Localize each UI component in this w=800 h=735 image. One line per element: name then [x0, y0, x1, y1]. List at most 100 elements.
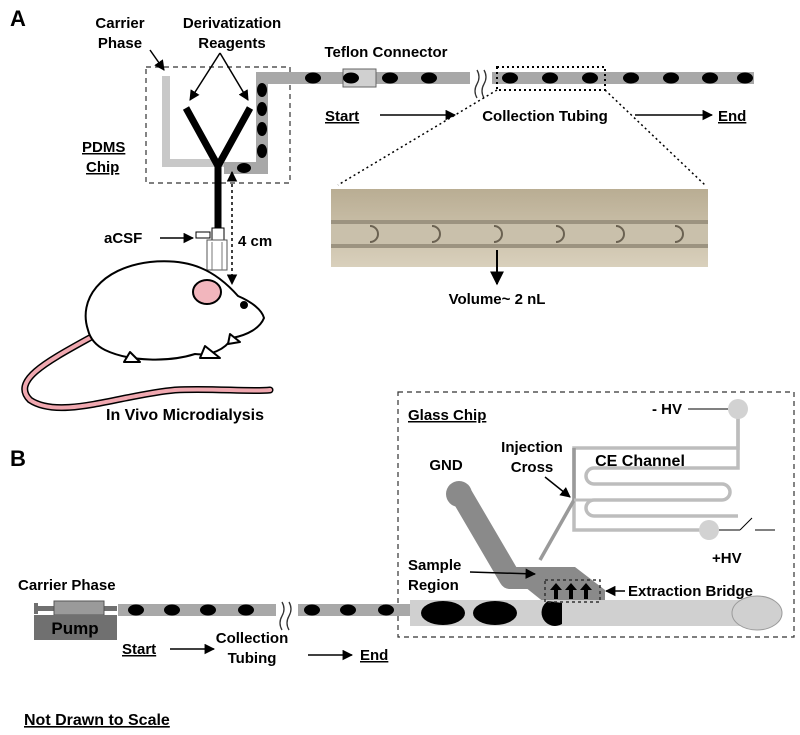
- zoom-box: [496, 66, 606, 91]
- glass-chip-box: [397, 391, 795, 638]
- gnd-label: GND: [429, 457, 463, 474]
- extraction-bridge-label: Extraction Bridge: [628, 583, 753, 600]
- droplet: [623, 72, 639, 84]
- injection-cross-label-2: Cross: [511, 459, 554, 476]
- scale-note: Not Drawn to Scale: [24, 712, 170, 729]
- injection-cross-arrow: [544, 476, 571, 498]
- droplet: [502, 72, 518, 84]
- zoom-line-left: [337, 89, 498, 186]
- collection-tubing-label-b2: Tubing: [228, 650, 277, 667]
- collection-tubing-label-b1: Collection: [216, 630, 289, 647]
- volume-label: Volume~ 2 nL: [449, 291, 546, 308]
- ce-serpentine: [584, 412, 740, 518]
- mouse-tail: [22, 333, 272, 410]
- plus-hv-reservoir: [699, 520, 719, 540]
- sample-region-label-1: Sample: [408, 557, 461, 574]
- droplet: [257, 122, 267, 136]
- droplet: [340, 604, 356, 616]
- droplet: [737, 72, 753, 84]
- derivatization-label-1: Derivatization: [183, 15, 281, 32]
- extraction-arrow: [565, 583, 577, 599]
- sample-region-arrow: [469, 568, 537, 579]
- zoom-line-right: [604, 89, 706, 186]
- mouse-foot: [227, 333, 241, 345]
- plus-hv-label: +HV: [712, 550, 742, 567]
- mouse-foot: [123, 351, 141, 363]
- mouse-eye: [240, 301, 248, 309]
- carrier-phase-label-b: Carrier Phase: [18, 577, 116, 594]
- mouse-foot: [199, 345, 221, 359]
- chip-outlet-channel: [224, 72, 290, 174]
- carrier-phase-channel: [162, 76, 224, 167]
- mouse-body: [84, 260, 265, 361]
- panel-a-letter: A: [10, 6, 26, 31]
- droplet: [582, 72, 598, 84]
- chip-droplet-extracting: [541, 601, 562, 626]
- micro-droplet: [431, 225, 441, 243]
- micro-droplet: [615, 225, 625, 243]
- droplet: [421, 72, 437, 84]
- collection-tubing-label-a: Collection Tubing: [482, 108, 608, 125]
- droplet: [237, 163, 251, 173]
- gnd-channel: [452, 490, 575, 589]
- tubing-break-b: [279, 601, 292, 631]
- droplet: [542, 72, 558, 84]
- tubing-segment-b1: [118, 604, 276, 616]
- sample-region-label-2: Region: [408, 577, 459, 594]
- panel-b-letter: B: [10, 446, 26, 471]
- droplet: [702, 72, 718, 84]
- droplet: [304, 604, 320, 616]
- extraction-arrow: [580, 583, 592, 599]
- micro-droplet: [555, 225, 565, 243]
- reagent-arrow-left: [189, 52, 221, 101]
- extraction-bridge-arrows: [550, 583, 592, 599]
- droplet: [257, 83, 267, 97]
- tubing-droplets-a: [305, 72, 753, 84]
- pump-box: [34, 615, 117, 640]
- micro-droplet: [674, 225, 684, 243]
- panel-b: B Glass Chip - HV +HV Injection Cross CE…: [10, 391, 795, 667]
- droplet: [343, 72, 359, 84]
- carrier-phase-label-1: Carrier: [95, 15, 144, 32]
- start-label-a: Start: [325, 108, 359, 125]
- end-label-b: End: [360, 647, 388, 664]
- pdms-chip-label-1: PDMS: [82, 139, 125, 156]
- acsf-label: aCSF: [104, 230, 142, 247]
- droplet: [257, 144, 267, 158]
- pdms-chip-box: [145, 66, 291, 184]
- droplet: [305, 72, 321, 84]
- reagent-y-channel: [182, 106, 254, 170]
- teflon-connector-label: Teflon Connector: [324, 44, 447, 61]
- panel-a: A: [10, 6, 754, 424]
- end-label-a: End: [718, 108, 746, 125]
- extraction-bridge-box: [544, 579, 601, 603]
- microdialysis-caption: In Vivo Microdialysis: [106, 407, 264, 424]
- start-label-b: Start: [122, 641, 156, 658]
- micro-droplet: [369, 225, 379, 243]
- waste-reservoir: [731, 595, 783, 631]
- glass-chip-label: Glass Chip: [408, 407, 486, 424]
- micro-droplet: [493, 225, 503, 243]
- droplet: [257, 102, 267, 116]
- syringe-plunger: [34, 603, 38, 614]
- tubing-break-a: [474, 69, 487, 99]
- injection-cross-label-1: Injection: [501, 439, 563, 456]
- derivatization-label-2: Reagents: [198, 35, 266, 52]
- droplet: [200, 604, 216, 616]
- probe-body: [206, 239, 228, 271]
- droplet-micrograph: [331, 189, 708, 267]
- micrograph-tube-lumen: [331, 224, 708, 244]
- reagent-arrow-right: [219, 52, 249, 101]
- mouse-illustration: [21, 260, 274, 412]
- pdms-chip-label-2: Chip: [86, 159, 119, 176]
- chip-droplet: [473, 601, 517, 625]
- ce-channel-label: CE Channel: [595, 453, 685, 470]
- pump-label: Pump: [51, 619, 98, 638]
- extraction-arrow: [550, 583, 562, 599]
- carrier-phase-arrow: [149, 49, 165, 71]
- chip-droplet: [421, 601, 465, 625]
- distance-label: 4 cm: [238, 233, 272, 250]
- mouse-ear: [192, 279, 222, 305]
- droplet: [663, 72, 679, 84]
